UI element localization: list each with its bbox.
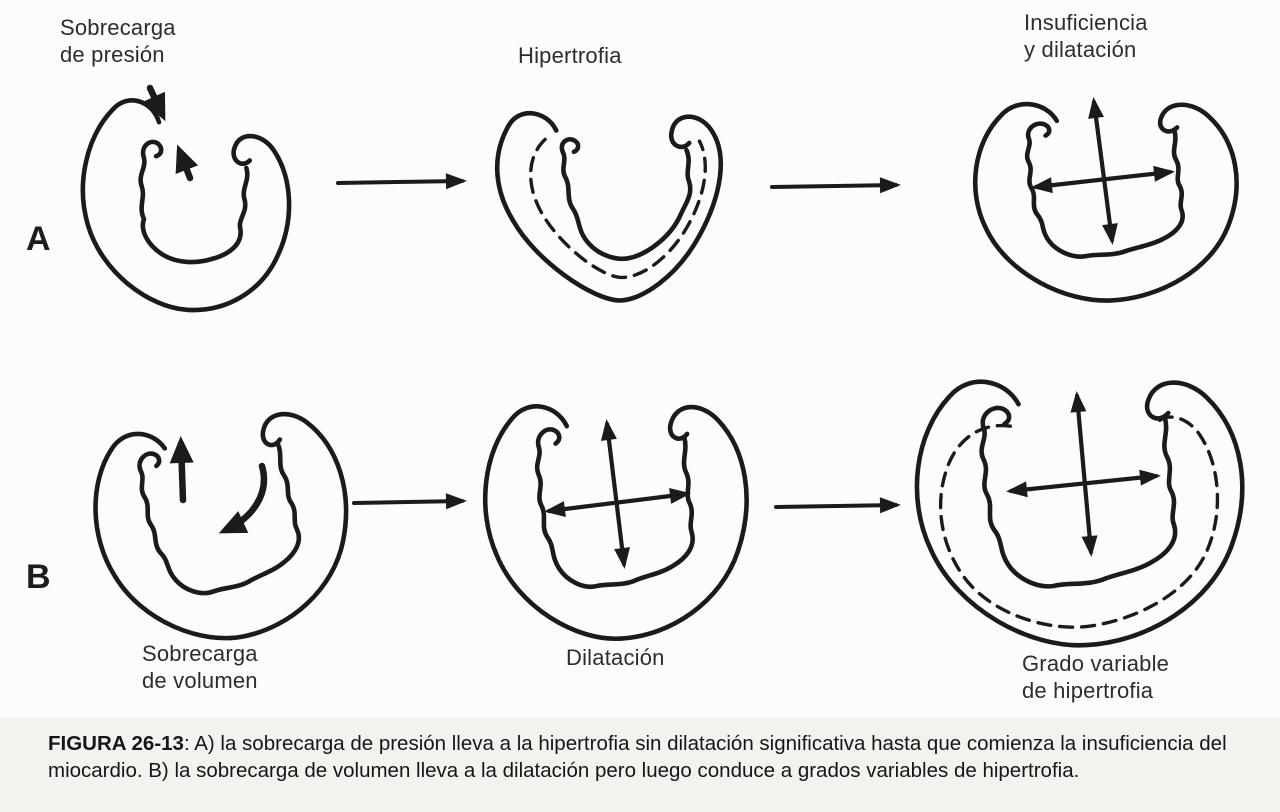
label-line: Sobrecarga: [60, 15, 176, 40]
flow-arrow-a1-icon: [336, 173, 467, 190]
flow-arrow-b1-icon: [352, 493, 467, 510]
heart-cavity-outline: [125, 140, 253, 270]
heart-cavity-outline: [982, 408, 1176, 586]
label-dilatation: Dilatación: [566, 644, 665, 671]
dilation-arrow-vertical-icon: [600, 419, 631, 569]
label-line: Hipertrofia: [518, 43, 622, 68]
heart-insufficiency-dilatation-diagram: [975, 104, 1236, 300]
dilation-arrow-horizontal-icon: [1006, 469, 1161, 498]
heart-variable-hypertrophy-diagram: [917, 382, 1242, 646]
label-line: Grado variable: [1022, 651, 1170, 676]
compression-arrow-down-icon: [143, 84, 166, 122]
volume-arrow-up-icon: [169, 436, 194, 504]
label-line: Insuficiencia: [1024, 10, 1148, 35]
heart-volume-overload-diagram: [85, 406, 363, 654]
dilation-arrow-horizontal-icon: [1031, 165, 1175, 194]
label-hypertrophy: Hipertrofia: [518, 42, 622, 69]
label-volume-overload: Sobrecarga de volumen: [142, 640, 258, 694]
heart-outline: [975, 104, 1236, 300]
compression-arrow-up-icon: [175, 144, 199, 182]
heart-outline: [64, 94, 305, 325]
label-line: de hipertrofia: [1022, 678, 1154, 703]
volume-arrow-curved-icon: [218, 462, 268, 534]
label-line: Dilatación: [566, 645, 665, 670]
label-variable-hypertrophy: Grado variable de hipertrofia: [1022, 650, 1169, 704]
figure-caption: FIGURA 26-13: A) la sobrecarga de presió…: [48, 730, 1240, 784]
label-insufficiency-dilatation: Insuficiencia y dilatación: [1024, 9, 1148, 63]
heart-cavity-outline: [562, 139, 690, 258]
heart-cavity-outline: [137, 435, 305, 600]
row-b-letter: B: [26, 558, 51, 596]
dilation-arrow-vertical-icon: [1070, 391, 1098, 557]
label-pressure-overload: Sobrecarga de presión: [60, 14, 176, 68]
dilation-arrow-vertical-icon: [1088, 97, 1118, 245]
label-line: de presión: [60, 42, 165, 67]
flow-arrow-b2-icon: [774, 497, 901, 514]
heart-pressure-overload-diagram: [64, 94, 305, 325]
caption-strip: [0, 718, 1280, 812]
heart-wall-dashed-line: [531, 139, 706, 277]
label-line: y dilatación: [1024, 37, 1137, 62]
label-line: Sobrecarga: [142, 641, 258, 666]
heart-wall-dashed-line: [941, 417, 1218, 627]
heart-hypertrophy-diagram: [497, 113, 721, 300]
heart-outline: [485, 406, 746, 638]
heart-cavity-outline: [1027, 124, 1183, 257]
flow-arrow-a2-icon: [770, 177, 901, 194]
heart-outline: [497, 113, 721, 300]
figure-number: FIGURA 26-13: [48, 732, 184, 755]
dilation-arrow-horizontal-icon: [544, 488, 691, 517]
label-line: de volumen: [142, 668, 258, 693]
heart-dilatation-diagram: [485, 406, 746, 638]
figure-caption-text: : A) la sobrecarga de presión lleva a la…: [48, 732, 1227, 782]
row-a-letter: A: [26, 220, 51, 258]
heart-outline: [85, 406, 363, 654]
heart-outline: [917, 382, 1242, 646]
